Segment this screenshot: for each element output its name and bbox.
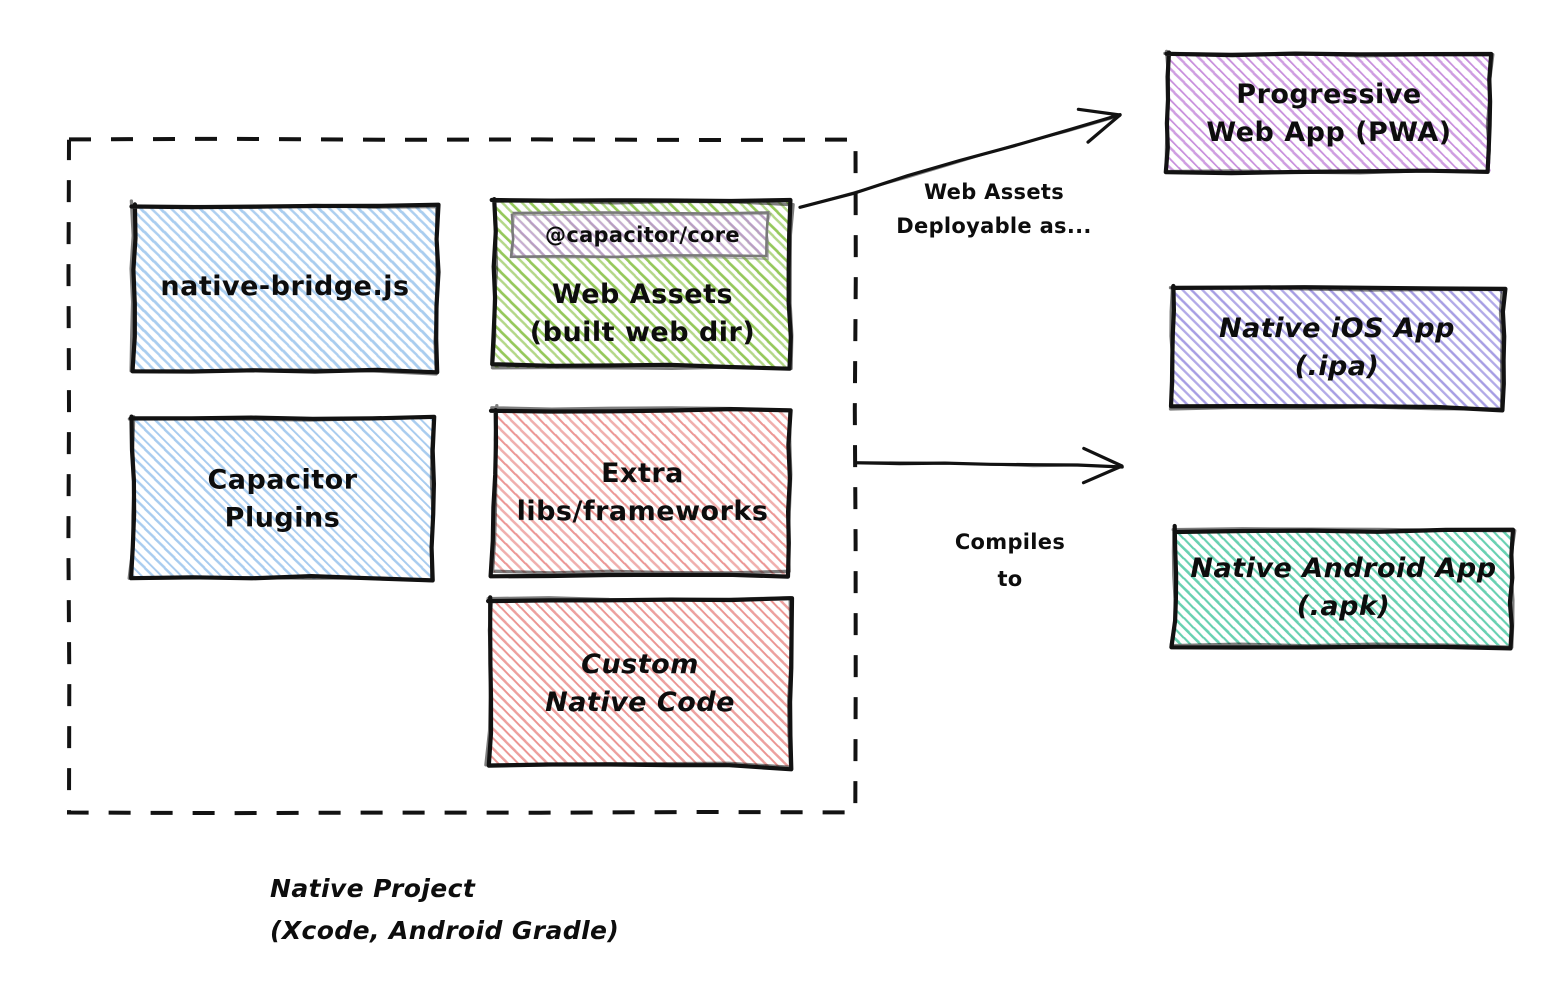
box-label-line1-native-bridge: native-bridge.js (160, 271, 409, 302)
badge-fill (512, 213, 770, 257)
arrow-compile-arrow: Compiles to (854, 446, 1124, 591)
box-label-line1-custom-native-code: Custom (581, 649, 699, 680)
box-label-line1-extra-libs: Extra (601, 458, 684, 489)
box-label-line2-web-assets: (built web dir) (530, 317, 755, 348)
box-native-ios: Native iOS App (.ipa) (1168, 283, 1508, 413)
box-label-line2-custom-native-code: Native Code (545, 687, 735, 718)
caption-line1: Native Project (270, 874, 476, 903)
box-label-line1-web-assets: Web Assets (552, 279, 733, 310)
box-native-android: Native Android App (.apk) (1169, 523, 1517, 651)
arrow-label-line2-compile-arrow: to (997, 567, 1022, 591)
box-label-line2-extra-libs: libs/frameworks (517, 496, 769, 527)
box-label-line2-capacitor-plugins: Plugins (225, 503, 341, 534)
native-project-container (66, 136, 858, 816)
box-label-line2-pwa: Web App (PWA) (1206, 117, 1451, 148)
caption-layer: Native Project (Xcode, Android Gradle) (270, 874, 619, 945)
box-label-line2-native-android: (.apk) (1297, 591, 1390, 622)
container-caption: Native Project (Xcode, Android Gradle) (270, 874, 619, 945)
box-label-line2-native-ios: (.ipa) (1295, 351, 1380, 382)
native-project-container-layer (66, 136, 858, 816)
badge-capacitor-core: @capacitor/core (545, 223, 740, 247)
box-native-bridge: native-bridge.js (129, 199, 441, 376)
box-extra-libs: Extra libs/frameworks (488, 404, 793, 579)
arrow-label-line1-compile-arrow: Compiles (955, 530, 1065, 554)
box-label-line1-native-android: Native Android App (1190, 553, 1496, 584)
box-label-line1-native-ios: Native iOS App (1219, 313, 1455, 344)
arrow-label-line1-deploy-arrow: Web Assets (924, 180, 1064, 204)
box-label-line1-capacitor-plugins: Capacitor (207, 465, 357, 496)
badge-border (510, 212, 772, 261)
caption-line2: (Xcode, Android Gradle) (270, 916, 619, 945)
box-label-line1-pwa: Progressive (1236, 79, 1421, 110)
arrow-label-line2-deploy-arrow: Deployable as... (896, 214, 1091, 238)
